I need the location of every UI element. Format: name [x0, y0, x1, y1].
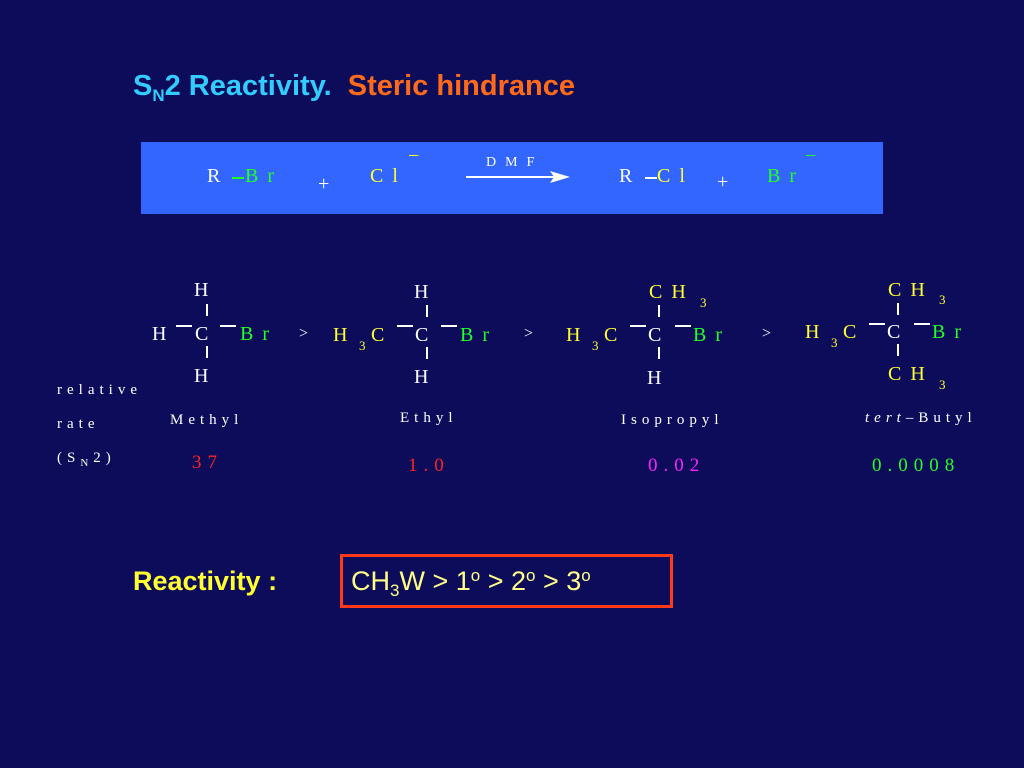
order-rest2: > 2: [480, 566, 527, 596]
reactivity-box: [340, 554, 673, 608]
eq-bond-1: [232, 177, 244, 179]
tertbutyl-top-subscript: 3: [939, 292, 946, 307]
tertbutyl-br: Br: [932, 321, 970, 343]
order-sup3: o: [581, 566, 591, 585]
eq-r: R: [207, 165, 230, 187]
page-title: SN2 Reactivity. Steric hindrance: [133, 70, 575, 106]
isopropyl-bond-bottom: [658, 347, 660, 359]
ethyl-left-h: H: [333, 324, 348, 346]
ethyl-name: Ethyl: [400, 410, 458, 426]
tertbutyl-bottom-subscript: 3: [939, 377, 946, 392]
order-rest1: > 1: [424, 566, 471, 596]
tertbutyl-bottom-ch: CH: [888, 363, 934, 385]
eq-br: Br: [245, 165, 283, 187]
methyl-bond-left: [176, 325, 192, 327]
eq-r2: R: [619, 165, 642, 187]
ethyl-left-c: C: [371, 324, 385, 346]
ethyl-bond-top: [426, 305, 428, 317]
ethyl-bond-right: [441, 325, 457, 327]
tertbutyl-left-subscript: 3: [831, 335, 838, 350]
methyl-bond-top: [206, 304, 208, 316]
eq-plus: +: [318, 173, 330, 195]
tertbutyl-left-h: H: [805, 321, 820, 343]
order-rest3: > 3: [535, 566, 582, 596]
tertbutyl-name: tert–Butyl: [865, 410, 977, 427]
methyl-center-c: C: [195, 323, 209, 345]
methyl-name: Methyl: [170, 412, 244, 428]
sn2-close: 2): [93, 450, 116, 466]
eq-cl: Cl: [370, 165, 407, 187]
title-highlight: Steric hindrance: [347, 70, 575, 102]
isopropyl-center-c: C: [648, 324, 662, 346]
ethyl-br: Br: [460, 324, 498, 346]
eq-plus2: +: [717, 171, 729, 193]
order-sup2: o: [526, 566, 536, 585]
eq-br2: Br: [767, 165, 805, 187]
methyl-bond-bottom: [206, 346, 208, 358]
eq-minus: −: [408, 145, 420, 167]
arrow-icon: [466, 171, 570, 183]
rate-ethyl: 1.0: [408, 455, 450, 476]
isopropyl-left-c: C: [604, 324, 618, 346]
eq-dmf: DMF: [486, 155, 544, 170]
rate-methyl: 37: [192, 452, 223, 473]
reactivity-label: Reactivity :: [133, 566, 278, 596]
isopropyl-bottom-h: H: [647, 367, 662, 389]
tertbutyl-bond-top: [897, 303, 899, 315]
isopropyl-top-subscript: 3: [700, 295, 707, 310]
isopropyl-name: Isopropyl: [621, 412, 724, 428]
rate-isopropyl: 0.02: [648, 455, 706, 476]
sn2-subscript: N: [80, 457, 94, 469]
order-ch: CH: [351, 566, 390, 596]
gt-3: >: [762, 325, 772, 342]
tertbutyl-name-rest: –Butyl: [905, 410, 977, 426]
isopropyl-left-subscript: 3: [592, 338, 599, 353]
isopropyl-br: Br: [693, 324, 731, 346]
isopropyl-top-ch: CH: [649, 281, 695, 303]
ethyl-bottom-h: H: [414, 366, 429, 388]
eq-bond-2: [645, 177, 657, 179]
methyl-bond-right: [220, 325, 236, 327]
eq-cl2: Cl: [657, 165, 694, 187]
title-rest: 2 Reactivity.: [164, 70, 332, 102]
isopropyl-bond-top: [658, 305, 660, 317]
isopropyl-bond-left: [630, 325, 646, 327]
sn2-open: (S: [57, 450, 81, 466]
isopropyl-bond-right: [675, 325, 691, 327]
eq-minus2: −: [805, 145, 817, 167]
title-s: S: [133, 70, 153, 102]
methyl-br: Br: [240, 323, 278, 345]
gt-1: >: [299, 325, 309, 342]
isopropyl-left-h: H: [566, 324, 581, 346]
ethyl-center-c: C: [415, 324, 429, 346]
order-sub3: 3: [390, 581, 400, 600]
title-subscript: N: [152, 86, 165, 105]
tertbutyl-bond-bottom: [897, 344, 899, 356]
tertbutyl-bond-right: [914, 323, 930, 325]
ethyl-bond-left: [397, 325, 413, 327]
order-sup1: o: [470, 566, 481, 585]
ethyl-left-subscript: 3: [359, 338, 366, 353]
gt-2: >: [524, 325, 534, 342]
rate-label: rate: [57, 416, 100, 432]
relative-label: relative: [57, 382, 142, 398]
reactivity-order: CH3W > 1o > 2o > 3o: [351, 566, 591, 601]
ethyl-top-h: H: [414, 281, 429, 303]
rate-tertbutyl: 0.0008: [872, 455, 961, 476]
tertbutyl-center-c: C: [887, 321, 901, 343]
sn2-label: (SN2): [57, 450, 116, 469]
methyl-bottom-h: H: [194, 365, 209, 387]
ethyl-bond-bottom: [426, 347, 428, 359]
methyl-left-h: H: [152, 323, 167, 345]
order-w: W: [399, 566, 425, 596]
tertbutyl-top-ch: CH: [888, 279, 934, 301]
tertbutyl-left-c: C: [843, 321, 857, 343]
methyl-top-h: H: [194, 279, 209, 301]
tertbutyl-bond-left: [869, 323, 885, 325]
tertbutyl-name-italic: tert: [865, 410, 906, 426]
